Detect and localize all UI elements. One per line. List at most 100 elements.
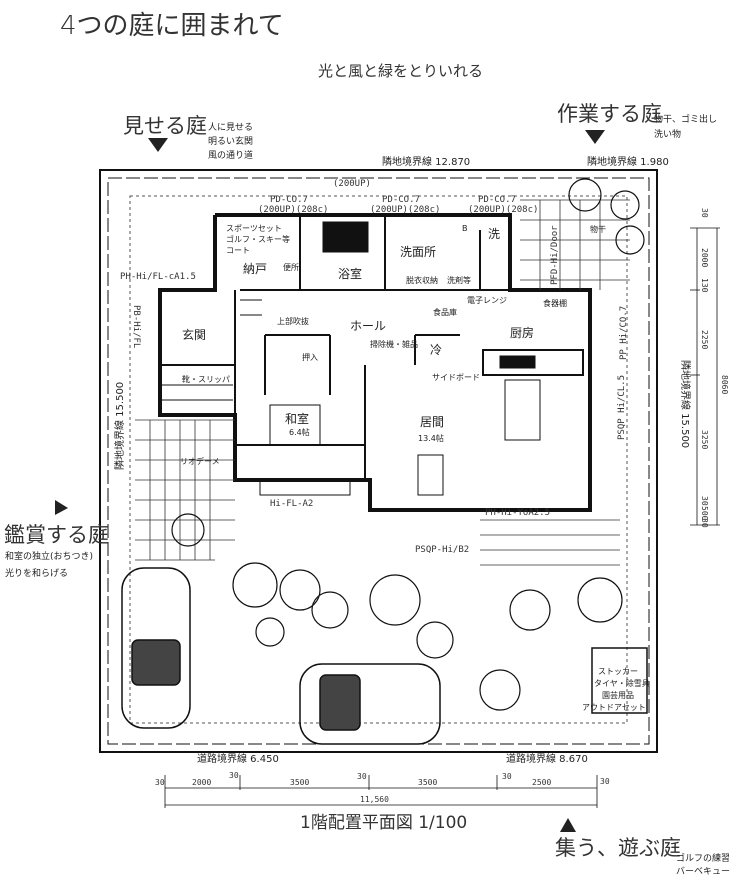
room-storage: 納戸: [243, 262, 268, 276]
dim-bottom: 30: [357, 772, 367, 781]
dimension-lines: [164, 227, 720, 808]
code-label: PP Hi/CO.7: [619, 305, 629, 360]
code-label: PD-CO.7: [270, 195, 308, 205]
room-entrance: 玄関: [182, 328, 207, 342]
dim-right: 2000: [700, 248, 709, 268]
arrow-work-garden: [585, 130, 605, 144]
sideboard-label: サイドボード: [432, 373, 480, 382]
show-garden-note: 風の通り道: [208, 151, 254, 161]
boundary-top-left: 隣地境界線 12.870: [382, 157, 471, 168]
cupboard: 食器棚: [543, 299, 567, 308]
boundary-bottom-right: 道路境界線 8.670: [506, 754, 588, 765]
room-japanese-size: 6.4帖: [289, 428, 310, 437]
code-label: PD-CO.7: [382, 195, 420, 205]
boundary-bottom-left: 道路境界線 6.450: [197, 754, 279, 765]
arrow-show-garden: [148, 138, 168, 152]
subtitle: 光と風と緑をとりいれる: [318, 62, 484, 80]
plan-title: 1階配置平面図 1/100: [300, 813, 468, 833]
room-hall: ホール: [350, 319, 387, 333]
stocker-item: ストッカー: [598, 667, 638, 676]
code-label: PH-Hi/FL-cA1.5: [120, 272, 196, 282]
interior-walls: [160, 215, 590, 480]
code-label: (200UP)(208c): [468, 205, 539, 215]
dim-bottom: 30: [229, 771, 239, 780]
room-japanese: 和室: [285, 412, 310, 426]
cleaner-storage: 掃除機・雑品: [370, 340, 418, 349]
code-label: PH-Hi-YoA2.5: [485, 508, 551, 518]
view-garden-note: 光りを和らげる: [5, 569, 69, 579]
room-bath: 浴室: [338, 267, 363, 281]
dim-bottom: 3500: [418, 778, 438, 787]
drying-label: 物干: [590, 225, 606, 234]
void-label: 上部吹抜: [277, 317, 309, 326]
dim-bottom: 30: [600, 777, 610, 786]
code-label: PB-Hi/FL: [131, 305, 141, 349]
deck-label: リオデーメ: [180, 457, 220, 466]
stocker-shed: [591, 647, 648, 714]
code-label: PFD-Hi/Door: [550, 225, 560, 285]
view-garden-note: 和室の独立(おちつき): [5, 552, 94, 562]
play-garden-note: ゴルフの練習: [676, 854, 731, 864]
code-label: (200UP)(208c): [370, 205, 441, 215]
dim-bottom: 30: [502, 772, 512, 781]
boundary-left: 隣地境界線 15.500: [115, 381, 126, 470]
storage-item: ゴルフ・スキー等: [226, 235, 290, 244]
code-label: (200UP)(208c): [258, 205, 329, 215]
arrow-play-garden: [560, 818, 576, 832]
room-living-size: 13.4帖: [418, 434, 444, 443]
closet-label: 押入: [302, 353, 318, 362]
code-label: PSQP-Hi/B2: [415, 545, 470, 555]
code-label: PSQP Hi/CL.5: [617, 374, 627, 440]
dim-right: 3250: [700, 430, 709, 450]
dim-bottom: 2500: [532, 778, 552, 787]
stocker-item: 園芸用品: [602, 691, 634, 700]
trees: [171, 178, 645, 711]
undress-storage: 脱衣収納: [406, 276, 438, 285]
shoes-label: 靴・スリッパ: [182, 375, 230, 384]
dim-right: 30: [700, 208, 709, 218]
label-b: B: [462, 224, 468, 233]
boundary-top-right: 隣地境界線 1.980: [587, 157, 669, 168]
work-garden-label: 作業する庭: [557, 102, 662, 126]
dim-right: 2250: [700, 330, 709, 350]
play-garden-note: バーベキュー: [676, 867, 731, 877]
label-wash: 洗: [488, 227, 501, 241]
stocker-item: アウトドアセット: [582, 703, 646, 712]
dim-total: 11,560: [360, 795, 389, 804]
paving-grid: [135, 199, 630, 566]
room-toilet: 便所: [283, 263, 299, 272]
code-label: Hi-FL-A2: [270, 499, 314, 509]
work-garden-note: 洗い物: [654, 130, 682, 140]
work-garden-note: 物干、ゴミ出し: [654, 115, 718, 125]
dim-right-total: 8060: [720, 375, 729, 395]
show-garden-label: 見せる庭: [123, 114, 207, 138]
dim-bottom: 3500: [290, 778, 310, 787]
dim-bottom: 2000: [192, 778, 212, 787]
view-garden-label: 鑑賞する庭: [4, 523, 109, 547]
code-label: PD-CO.7: [478, 195, 516, 205]
fridge-label: 冷: [430, 343, 443, 357]
dim-right: 30: [700, 518, 709, 528]
play-garden-label: 集う、遊ぶ庭: [555, 836, 681, 860]
dim-right: 130: [700, 278, 709, 293]
microwave: 電子レンジ: [467, 296, 507, 305]
page-title: 4つの庭に囲まれて: [60, 11, 284, 41]
pantry: 食品庫: [433, 308, 457, 317]
room-kitchen: 厨房: [510, 326, 535, 340]
storage-item: スポーツセット: [226, 224, 282, 233]
room-living: 居間: [420, 415, 445, 429]
stocker-item: タイヤ・除雪具: [594, 679, 650, 688]
car-1: [121, 567, 191, 729]
code-label: (200UP): [333, 179, 371, 189]
boundary-right: 隣地境界線 15.500: [679, 360, 690, 449]
car-2: [299, 663, 441, 745]
show-garden-note: 人に見せる: [208, 123, 254, 133]
show-garden-note: 明るい玄関: [208, 137, 254, 147]
arrow-view-garden: [55, 500, 68, 515]
dim-right: 30: [700, 496, 709, 506]
room-washroom: 洗面所: [400, 245, 437, 259]
storage-item: コート: [226, 246, 250, 255]
dim-bottom: 30: [155, 778, 165, 787]
detergent: 洗剤等: [447, 276, 471, 285]
site-boundary: [99, 169, 658, 753]
